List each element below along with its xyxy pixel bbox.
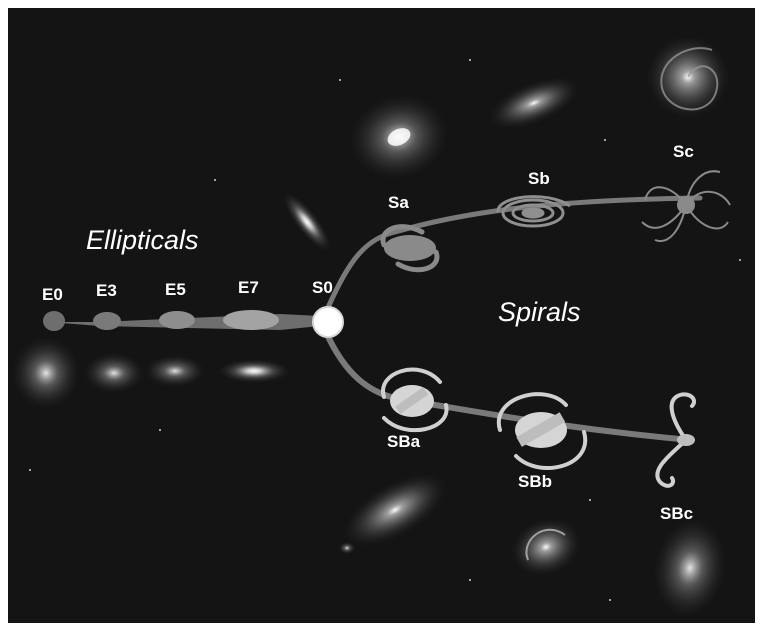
sc-label: Sc: [673, 142, 694, 161]
sba-label: SBa: [387, 432, 421, 451]
sbb-symbol: [496, 392, 588, 470]
barred-spiral-symbols: [381, 367, 697, 488]
s0-node: [312, 306, 344, 338]
e0-galaxy-photo: [12, 337, 80, 409]
sb-symbol: [496, 195, 571, 228]
sa-label: Sa: [388, 193, 409, 212]
normal-spiral-branch: [322, 195, 703, 317]
e5-symbol: [159, 311, 195, 329]
ellipticals-heading: Ellipticals: [86, 225, 199, 255]
normal-spiral-galaxy-photos: [349, 35, 730, 180]
normal-spiral-symbols: [380, 170, 731, 273]
s0-galaxy-photo: [283, 192, 331, 252]
sbb-label: SBb: [518, 472, 552, 491]
sba-symbol: [381, 367, 449, 433]
sbc-symbol: [655, 392, 697, 488]
sbc-label: SBc: [660, 504, 693, 523]
e7-symbol: [223, 310, 279, 330]
sbc-galaxy-photo: [653, 518, 727, 618]
barred-spiral-galaxy-photos: [339, 473, 727, 618]
e3-symbol: [93, 312, 121, 330]
e3-galaxy-photo: [84, 353, 144, 393]
sc-galaxy-photo-arms: [660, 47, 719, 111]
sb-label: Sb: [528, 169, 550, 188]
sc-symbol: [641, 170, 731, 243]
e7-label: E7: [238, 278, 259, 297]
elliptical-sequence: [43, 306, 344, 338]
e5-galaxy-photo: [145, 355, 205, 387]
sa-galaxy-core: [387, 128, 411, 146]
background-stars: [29, 59, 741, 601]
e3-label: E3: [96, 281, 117, 300]
sba-galaxy-photo: [343, 473, 447, 547]
sbb-galaxy-photo-arm: [525, 528, 566, 561]
e0-label: E0: [42, 285, 63, 304]
e7-galaxy-photo: [218, 359, 290, 383]
elliptical-galaxy-photos: [12, 192, 331, 409]
s0-label: S0: [312, 278, 333, 297]
sb-galaxy-photo: [488, 77, 580, 129]
e5-label: E5: [165, 280, 186, 299]
e0-symbol: [43, 311, 65, 331]
spirals-heading: Spirals: [498, 297, 581, 327]
sba-companion-photo: [339, 542, 355, 554]
sa-symbol: [380, 224, 440, 273]
sbb-galaxy-photo: [510, 517, 582, 577]
